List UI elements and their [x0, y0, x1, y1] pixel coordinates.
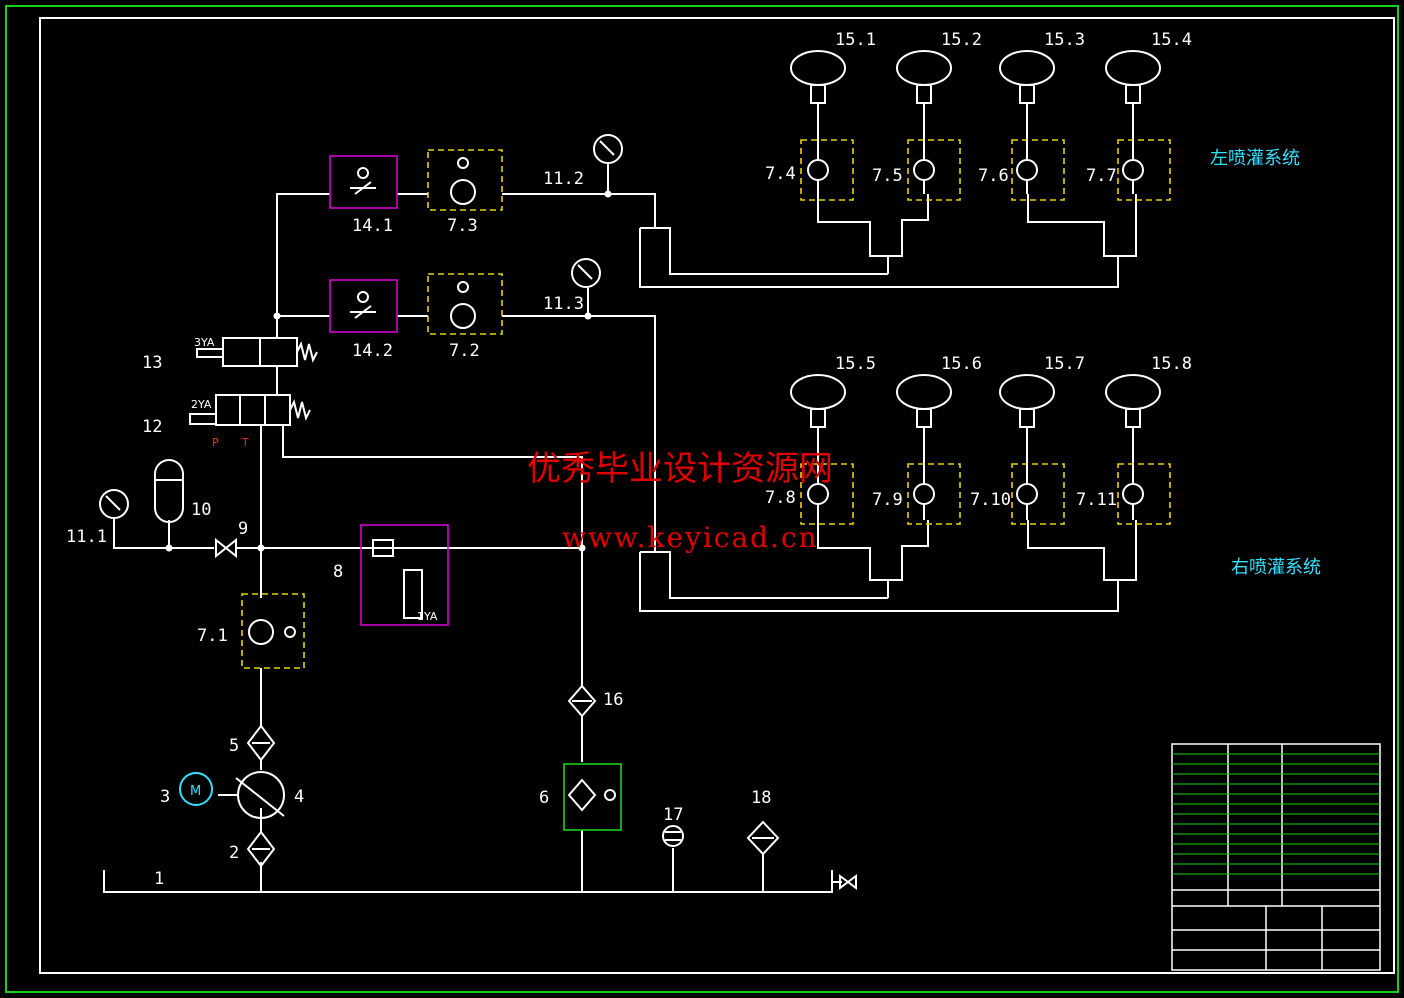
- label-1ya: 1YA: [417, 610, 438, 623]
- label-6: 6: [539, 788, 549, 808]
- label-18: 18: [751, 788, 771, 808]
- label-15-4: 15.4: [1151, 30, 1192, 50]
- label-7-7: 7.7: [1086, 166, 1117, 186]
- label-10: 10: [191, 500, 211, 520]
- label-7-3: 7.3: [447, 216, 478, 236]
- label-7-10: 7.10: [970, 490, 1011, 510]
- label-7-5: 7.5: [872, 166, 903, 186]
- pressure-gauge-11-2: [593, 134, 623, 164]
- label-13: 13: [142, 353, 162, 373]
- motor-3: [179, 772, 213, 806]
- relief-valve-8: [360, 524, 449, 626]
- label-17: 17: [663, 805, 683, 825]
- filter-2: [246, 830, 276, 868]
- label-2ya: 2YA: [191, 398, 212, 411]
- check-valve-7-2: [427, 273, 503, 335]
- label-11-1: 11.1: [66, 527, 107, 547]
- filter-16: [567, 684, 597, 718]
- drawing-frame: [39, 17, 1395, 974]
- shutoff-valve: [215, 537, 237, 559]
- label-15-3: 15.3: [1044, 30, 1085, 50]
- label-5: 5: [229, 736, 239, 756]
- label-15-7: 15.7: [1044, 354, 1085, 374]
- label-1: 1: [154, 869, 164, 889]
- label-3ya: 3YA: [194, 336, 215, 349]
- directional-valve-13: [196, 337, 318, 367]
- pump-4: [218, 771, 285, 819]
- port-p: P: [212, 436, 219, 449]
- check-valve-7-3: [427, 149, 503, 211]
- pressure-gauge-11-3: [571, 258, 601, 288]
- label-2: 2: [229, 843, 239, 863]
- left-system-label: 左喷灌系统: [1210, 148, 1300, 169]
- label-7-4: 7.4: [765, 164, 796, 184]
- label-14-2: 14.2: [352, 341, 393, 361]
- label-7-8: 7.8: [765, 488, 796, 508]
- watermark-url: www.keyicad.cn: [562, 521, 819, 554]
- label-4: 4: [294, 787, 304, 807]
- filter-5: [246, 724, 276, 762]
- drain-valve: [832, 874, 857, 890]
- label-9: 9: [238, 519, 248, 539]
- right-system-label: 右喷灌系统: [1231, 557, 1321, 578]
- label-11-3: 11.3: [543, 294, 584, 314]
- port-t: T: [241, 436, 249, 449]
- label-14-1: 14.1: [352, 216, 393, 236]
- cooler-6: [563, 763, 622, 831]
- check-valve-7-1: [241, 593, 305, 669]
- label-15-6: 15.6: [941, 354, 982, 374]
- motor-label: M: [190, 784, 201, 799]
- watermark-text: 优秀毕业设计资源网: [527, 449, 833, 489]
- label-11-2: 11.2: [543, 169, 584, 189]
- directional-valve-12: [189, 394, 311, 426]
- label-15-2: 15.2: [941, 30, 982, 50]
- level-indicator-17: [662, 825, 684, 847]
- label-16: 16: [603, 690, 623, 710]
- label-15-8: 15.8: [1151, 354, 1192, 374]
- label-12: 12: [142, 417, 162, 437]
- label-15-1: 15.1: [835, 30, 876, 50]
- sprinkler-valves: [800, 139, 1171, 525]
- throttle-valve-14-2: [329, 279, 398, 333]
- air-filter-18: [746, 820, 780, 856]
- pressure-gauge-11-1: [99, 489, 129, 519]
- label-7-1: 7.1: [197, 626, 228, 646]
- label-8: 8: [333, 562, 343, 582]
- label-7-9: 7.9: [872, 490, 903, 510]
- outer-border: [5, 5, 1399, 993]
- accumulator: [154, 459, 184, 523]
- throttle-valve-14-1: [329, 155, 398, 209]
- title-block: [1171, 743, 1381, 971]
- label-7-6: 7.6: [978, 166, 1009, 186]
- label-15-5: 15.5: [835, 354, 876, 374]
- label-3: 3: [160, 787, 170, 807]
- label-7-11: 7.11: [1076, 490, 1117, 510]
- label-7-2: 7.2: [449, 341, 480, 361]
